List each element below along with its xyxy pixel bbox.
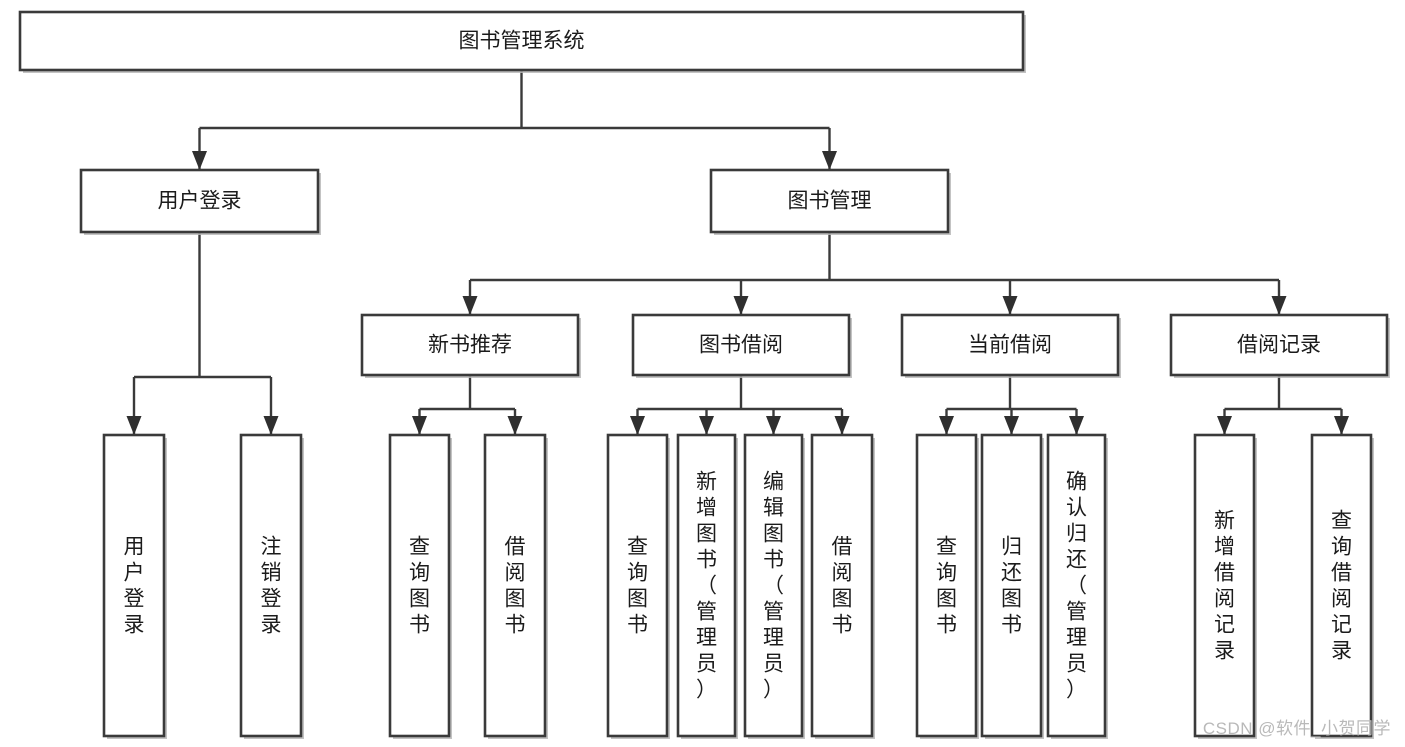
node-label: 注销登录 xyxy=(261,536,282,637)
connector-group-new-book-recommend xyxy=(412,375,523,435)
node-label: 图书管理系统 xyxy=(459,30,585,53)
arrow-head-icon xyxy=(1271,296,1287,315)
node-box[interactable] xyxy=(743,433,804,738)
arrow-head-icon xyxy=(263,416,279,435)
node-box[interactable] xyxy=(79,168,320,234)
node-box[interactable] xyxy=(483,433,547,738)
node-query-borrow-record[interactable]: 查询借阅记录 xyxy=(1310,433,1374,739)
csdn-watermark: CSDN @软件_小贺同学 xyxy=(1202,719,1391,738)
node-label: 图书管理 xyxy=(788,190,872,213)
node-label: 借阅图书 xyxy=(832,536,853,637)
node-user-logout-leaf[interactable]: 注销登录 xyxy=(239,433,304,739)
node-box[interactable] xyxy=(102,433,166,738)
node-label: 用户登录 xyxy=(158,190,242,213)
node-user-login-leaf[interactable]: 用户登录 xyxy=(102,433,167,739)
node-confirm-return-admin[interactable]: 确认归还（管理员） xyxy=(1046,433,1108,739)
node-box[interactable] xyxy=(980,433,1043,738)
arrow-head-icon xyxy=(1217,416,1232,435)
arrow-head-icon xyxy=(192,151,207,170)
connector-group-book-borrow xyxy=(630,375,850,435)
node-box[interactable] xyxy=(900,313,1120,377)
node-edit-book-admin[interactable]: 编辑图书（管理员） xyxy=(743,433,805,739)
node-box[interactable] xyxy=(676,433,737,738)
arrow-head-icon xyxy=(699,416,714,435)
node-query-book-3[interactable]: 查询图书 xyxy=(915,433,979,739)
node-box[interactable] xyxy=(239,433,303,738)
node-add-borrow-record[interactable]: 新增借阅记录 xyxy=(1193,433,1257,739)
node-return-book[interactable]: 归还图书 xyxy=(980,433,1044,739)
node-box[interactable] xyxy=(810,433,874,738)
arrow-head-icon xyxy=(462,296,478,315)
node-label: 借阅图书 xyxy=(505,536,526,637)
arrow-head-icon xyxy=(126,416,142,435)
node-box[interactable] xyxy=(709,168,950,234)
node-box[interactable] xyxy=(360,313,580,377)
node-box[interactable] xyxy=(915,433,978,738)
node-box[interactable] xyxy=(606,433,669,738)
node-label: 查询图书 xyxy=(627,536,648,637)
node-label: 借阅记录 xyxy=(1237,334,1321,357)
node-new-book-recommend[interactable]: 新书推荐 xyxy=(360,313,581,378)
connector-group-book-management xyxy=(462,232,1287,315)
arrow-head-icon xyxy=(412,416,427,435)
connector-group-borrow-record xyxy=(1217,375,1349,435)
arrow-head-icon xyxy=(939,416,954,435)
node-user-login[interactable]: 用户登录 xyxy=(79,168,321,235)
node-box[interactable] xyxy=(1310,433,1373,738)
node-box[interactable] xyxy=(631,313,851,377)
node-box[interactable] xyxy=(18,10,1025,72)
node-label: 新书推荐 xyxy=(428,334,512,357)
node-label: 查询借阅记录 xyxy=(1331,510,1352,663)
node-label: 新增借阅记录 xyxy=(1214,510,1235,663)
node-borrow-record[interactable]: 借阅记录 xyxy=(1169,313,1390,378)
node-label: 当前借阅 xyxy=(968,334,1052,357)
node-box[interactable] xyxy=(388,433,451,738)
arrow-head-icon xyxy=(1002,296,1018,315)
node-label: 确认归还（管理员） xyxy=(1066,471,1087,702)
arrow-head-icon xyxy=(834,416,850,435)
arrow-head-icon xyxy=(1334,416,1349,435)
node-label: 查询图书 xyxy=(409,536,430,637)
node-query-book-2[interactable]: 查询图书 xyxy=(606,433,670,739)
node-box[interactable] xyxy=(1193,433,1256,738)
node-label: 查询图书 xyxy=(936,536,957,637)
node-label: 用户登录 xyxy=(124,536,145,637)
node-borrow-book-1[interactable]: 借阅图书 xyxy=(483,433,548,739)
node-borrow-book-2[interactable]: 借阅图书 xyxy=(810,433,875,739)
node-book-borrow[interactable]: 图书借阅 xyxy=(631,313,852,378)
connector-group-current-borrow xyxy=(939,375,1084,435)
node-box[interactable] xyxy=(1169,313,1389,377)
node-add-book-admin[interactable]: 新增图书（管理员） xyxy=(676,433,738,739)
arrow-head-icon xyxy=(507,416,523,435)
arrow-head-icon xyxy=(822,151,837,170)
node-label: 图书借阅 xyxy=(699,334,783,357)
connector-layer xyxy=(126,70,1349,435)
connector-group-user-login xyxy=(126,232,279,435)
arrow-head-icon xyxy=(630,416,645,435)
arrow-head-icon xyxy=(733,296,749,315)
node-book-management[interactable]: 图书管理 xyxy=(709,168,951,235)
connector-group-root xyxy=(192,70,837,170)
node-box[interactable] xyxy=(1046,433,1107,738)
node-query-book-1[interactable]: 查询图书 xyxy=(388,433,452,739)
arrow-head-icon xyxy=(1004,416,1019,435)
node-root[interactable]: 图书管理系统 xyxy=(18,10,1026,73)
arrow-head-icon xyxy=(766,416,781,435)
node-label: 新增图书（管理员） xyxy=(696,471,717,702)
node-label: 编辑图书（管理员） xyxy=(763,471,784,702)
arrow-head-icon xyxy=(1069,416,1084,435)
node-current-borrow[interactable]: 当前借阅 xyxy=(900,313,1121,378)
node-label: 归还图书 xyxy=(1001,536,1022,637)
node-layer: 图书管理系统用户登录用户登录注销登录图书管理新书推荐查询图书借阅图书图书借阅查询… xyxy=(18,10,1390,739)
